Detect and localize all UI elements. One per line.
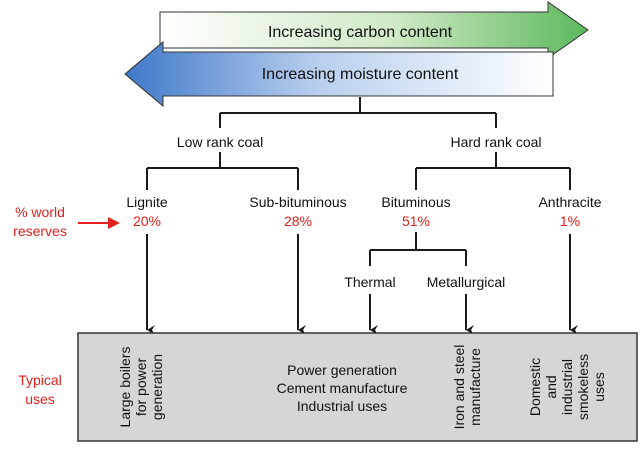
use-cement-manufacture: Cement manufacture (277, 380, 408, 396)
reserve-lignite: 20% (133, 213, 161, 229)
subtype-metallurgical: Metallurgical (427, 274, 506, 290)
svg-text:Domestic: Domestic (527, 358, 543, 416)
svg-text:smokeless: smokeless (575, 354, 591, 420)
subtype-thermal: Thermal (344, 274, 395, 290)
reserve-anthracite: 1% (560, 213, 580, 229)
svg-text:Iron and steel: Iron and steel (451, 345, 467, 430)
use-anthracite-text: Domestic and industrial smokeless uses (527, 354, 607, 420)
reserves-pointer-arrow (78, 217, 120, 229)
moisture-content-arrow (124, 40, 554, 108)
svg-text:uses: uses (591, 372, 607, 402)
reserves-label-line1: % world (15, 204, 65, 220)
svg-text:manufacture: manufacture (467, 348, 483, 426)
svg-text:Large boilers: Large boilers (117, 347, 133, 428)
carbon-content-arrow (159, 1, 589, 59)
tree-connectors (146, 97, 578, 335)
reserves-label-line2: reserves (13, 223, 67, 239)
use-lignite-text: Large boilers for power generation (117, 347, 165, 428)
use-industrial-uses: Industrial uses (297, 398, 387, 414)
coal-type-sub-bituminous: Sub-bituminous (249, 194, 346, 210)
uses-label-line1: Typical (18, 372, 62, 388)
coal-type-lignite: Lignite (126, 194, 167, 210)
use-metallurgical-text: Iron and steel manufacture (451, 345, 483, 430)
reserve-sub-bituminous: 28% (284, 213, 312, 229)
svg-text:for power: for power (133, 357, 149, 416)
reserve-bituminous: 51% (402, 213, 430, 229)
low-rank-coal-label: Low rank coal (177, 134, 263, 150)
coal-type-anthracite: Anthracite (538, 194, 601, 210)
hard-rank-coal-label: Hard rank coal (450, 134, 541, 150)
use-power-generation: Power generation (287, 362, 397, 378)
carbon-content-label: Increasing carbon content (268, 24, 453, 41)
svg-text:industrial: industrial (559, 359, 575, 415)
svg-text:and: and (543, 375, 559, 398)
typical-uses-box (77, 332, 638, 442)
coal-type-bituminous: Bituminous (381, 194, 450, 210)
moisture-content-label: Increasing moisture content (262, 66, 459, 83)
uses-label-line2: uses (25, 391, 55, 407)
svg-text:generation: generation (149, 354, 165, 420)
